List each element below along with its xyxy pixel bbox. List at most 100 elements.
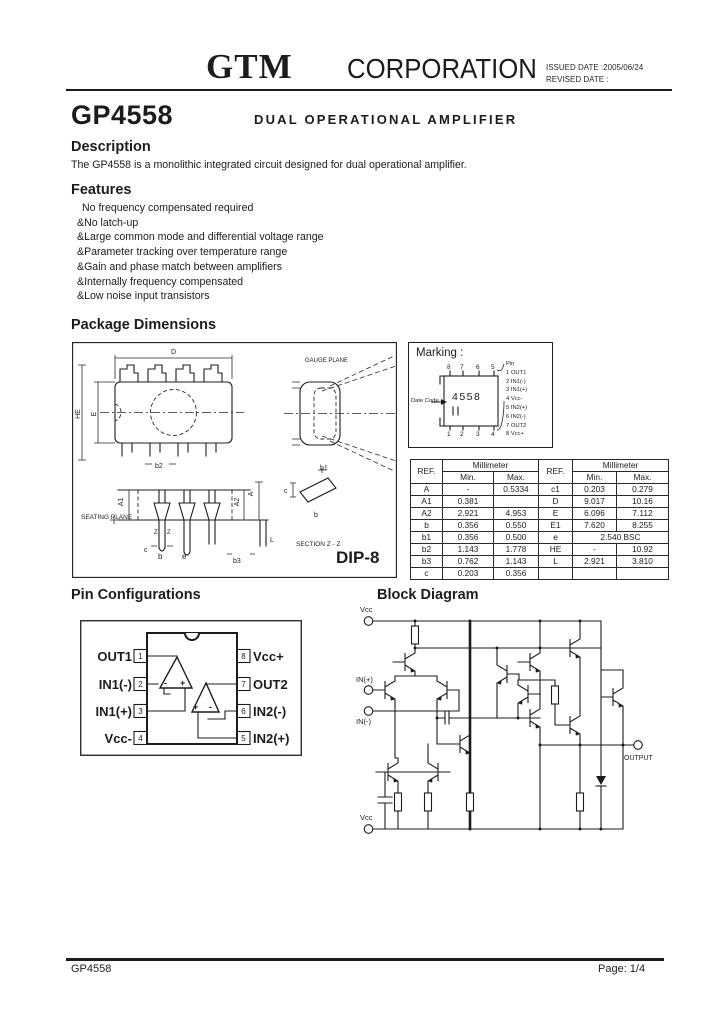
dim-label-A2: A2: [234, 498, 241, 507]
seating-plane-label: SEATING PLANE: [81, 514, 133, 521]
dim-min: [572, 567, 617, 580]
dim-label-A: A: [248, 491, 255, 496]
pin-squares: [133, 648, 251, 746]
dip8-label: DIP-8: [336, 548, 379, 567]
marking-chip-text: 4558: [452, 391, 482, 403]
feature-item: &Low noise input transistors: [77, 290, 210, 303]
dim-max: 0.279: [616, 483, 669, 496]
dim-label-b: b: [158, 552, 163, 561]
dim-label-b3: b3: [233, 558, 241, 565]
dim-label-Z: Z: [167, 530, 171, 536]
dim-max: 10.92: [616, 543, 669, 556]
opamp1-plus-sign: +: [180, 678, 185, 688]
marking-pin-number: 7: [460, 364, 464, 371]
dimension-table: REF. Millimeter REF. Millimeter Min. Max…: [410, 459, 669, 580]
feature-item: &No latch-up: [77, 216, 139, 229]
marking-box: Marking : 8 7 6 5 1 2 3 4 4558 Date Code…: [408, 342, 553, 448]
page-subtitle: DUAL OPERATIONAL AMPLIFIER: [254, 112, 518, 127]
dim-ref: b3: [410, 555, 443, 568]
dim-ref: b2: [410, 543, 443, 556]
opamp-1: - +: [146, 655, 194, 712]
dim-max: 10.16: [616, 495, 669, 508]
dim-ref: L: [538, 555, 573, 568]
in-minus-label: IN(-): [356, 717, 371, 726]
marking-pin-number: 4: [491, 431, 495, 438]
block-diagram-heading: Block Diagram: [377, 587, 479, 603]
gauge-plane-label: GAUGE PLANE: [305, 358, 348, 364]
package-side-view: GAUGE PLANE: [284, 355, 397, 472]
dim-ref: b1: [410, 531, 443, 544]
dim-max: [616, 567, 669, 580]
opamp-2: + -: [190, 681, 238, 739]
marking-pin-number: 1: [447, 431, 451, 438]
dim-min: 0.203: [572, 483, 617, 496]
pin-number: 2: [138, 680, 143, 689]
ref-header: REF.: [410, 459, 443, 484]
pin-list-item: 4 Vcc-: [506, 396, 523, 403]
dim-ref: A: [410, 483, 443, 496]
dim-ref: E1: [538, 519, 573, 532]
dim-min: 6.096: [572, 507, 617, 520]
date-code-label: Date Code: [411, 398, 439, 404]
dim-min: -: [442, 483, 494, 496]
max-header: Max.: [616, 471, 669, 484]
marking-chip-drawing: [431, 363, 505, 431]
marking-pin-number: 3: [476, 431, 480, 438]
dim-label-Z: Z: [154, 530, 158, 536]
footer-page-number: Page: 1/4: [598, 963, 646, 975]
package-box-border: [72, 342, 397, 578]
pin-number: 7: [241, 680, 246, 689]
vcc-bottom-label: Vcc: [360, 813, 373, 822]
marking-pin-list: Pin 1 OUT1 2 IN1(-) 3 IN1(+) 4 Vcc- 5 IN…: [506, 360, 527, 439]
dim-max: 0.356: [493, 567, 539, 580]
feature-item: &Gain and phase match between amplifiers: [77, 260, 282, 273]
pin-label-out2: OUT2: [253, 677, 288, 692]
dim-label-A1: A1: [118, 498, 125, 507]
dim-max: 7.112: [616, 507, 669, 520]
marking-pin-number: 8: [447, 364, 451, 371]
dim-max: 0.550: [493, 519, 539, 532]
package-section-view: b1 c b SECTION Z - Z DIP-8: [284, 465, 379, 567]
dim-label-b: b: [314, 512, 318, 519]
pin-config-drawing: - + + - 1 2 3 4 8 7 6 5 OUT1 IN1(-) IN1(…: [80, 620, 302, 756]
pin-list-item: 1 OUT1: [506, 369, 527, 376]
unit-header: Millimeter: [442, 459, 539, 472]
opamp1-minus-sign: -: [164, 678, 167, 688]
dim-ref: e: [538, 531, 573, 544]
dim-min: 0.356: [442, 531, 494, 544]
date-code-arrow-icon: [441, 399, 447, 405]
pin-list-item: 6 IN2(-): [506, 413, 526, 420]
marking-heading: Marking :: [416, 347, 464, 359]
min-header: Min.: [442, 471, 494, 484]
pin-label-vcc-minus: Vcc-: [105, 731, 132, 746]
dim-span: 2.540 BSC: [572, 531, 669, 544]
dim-ref: c: [410, 567, 443, 580]
dim-label-b1: b1: [320, 465, 328, 472]
pin-number: 1: [138, 652, 143, 661]
page-title: GP4558: [71, 100, 174, 130]
dim-min: 0.762: [442, 555, 494, 568]
dim-ref: [538, 567, 573, 580]
output-label: OUTPUT: [624, 755, 654, 762]
dim-max: 0.5334: [493, 483, 539, 496]
schematic-transistors: [372, 633, 624, 787]
pin-number: 5: [241, 734, 246, 743]
dim-label-b2: b2: [155, 463, 163, 470]
pin-label-vcc-plus: Vcc+: [253, 649, 284, 664]
dim-label-E: E: [91, 411, 98, 416]
pin-list-item: 5 IN2(+): [506, 404, 528, 411]
in-plus-label: IN(+): [356, 675, 373, 684]
pin-config-heading: Pin Configurations: [71, 587, 201, 603]
dim-label-e: e: [182, 552, 187, 561]
dim-label-c: c: [144, 547, 148, 554]
footer-rule: [66, 958, 664, 961]
ic-notch: [184, 632, 200, 641]
pin-list-item: Pin: [506, 361, 515, 367]
dim-min: 1.143: [442, 543, 494, 556]
package-heading: Package Dimensions: [71, 317, 217, 333]
